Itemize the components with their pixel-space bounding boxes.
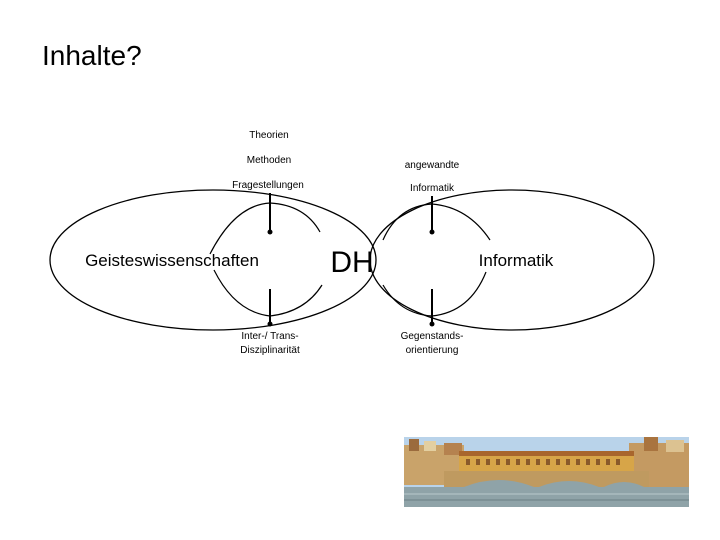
pointer-dot-right-bottom bbox=[430, 322, 435, 327]
inner-arc-right-bottom bbox=[383, 272, 486, 316]
label-informatik: Informatik bbox=[479, 251, 554, 270]
label-informatik-top: Informatik bbox=[410, 183, 455, 194]
label-theorien: Theorien bbox=[249, 130, 288, 141]
label-disziplinaritaet: Disziplinarität bbox=[240, 345, 300, 356]
ponte-vecchio-photo bbox=[404, 437, 689, 507]
label-gegenstands: Gegenstands- bbox=[401, 331, 464, 342]
label-angewandte: angewandte bbox=[405, 160, 460, 171]
pointer-dot-right-top bbox=[430, 230, 435, 235]
label-dh: DH bbox=[330, 246, 373, 279]
inner-arc-left-top bbox=[210, 203, 320, 254]
label-fragestellungen: Fragestellungen bbox=[232, 180, 304, 191]
inner-arc-right-top bbox=[383, 204, 490, 240]
label-orientierung: orientierung bbox=[406, 345, 459, 356]
inner-arc-left-bottom bbox=[214, 270, 322, 316]
label-inter-trans: Inter-/ Trans- bbox=[241, 331, 298, 342]
label-methoden: Methoden bbox=[247, 155, 291, 166]
label-geisteswissenschaften: Geisteswissenschaften bbox=[85, 251, 259, 270]
pointer-dot-left-top bbox=[268, 230, 273, 235]
pointer-dot-left-bottom bbox=[268, 322, 273, 327]
